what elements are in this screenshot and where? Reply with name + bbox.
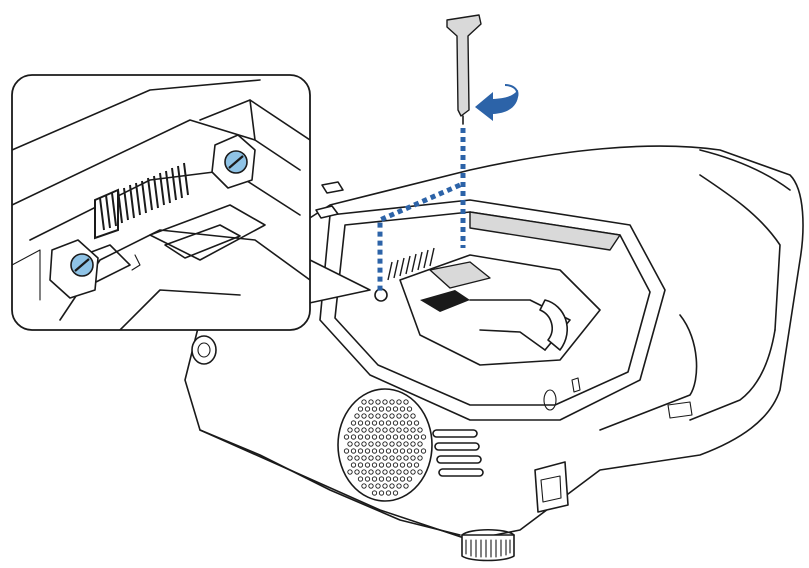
vent-slots — [432, 429, 484, 477]
zoom-inset — [11, 74, 371, 331]
control-buttons — [315, 181, 344, 219]
adjustable-foot — [461, 528, 515, 562]
lamp-screw-left — [70, 253, 94, 277]
screw-guide-lines — [377, 128, 466, 292]
rotate-counterclockwise-arrow-icon — [475, 84, 519, 121]
lamp-compartment — [319, 199, 666, 421]
screwdriver-icon — [446, 14, 482, 125]
lamp-screw-right — [224, 150, 248, 174]
speaker-grille — [337, 388, 433, 502]
